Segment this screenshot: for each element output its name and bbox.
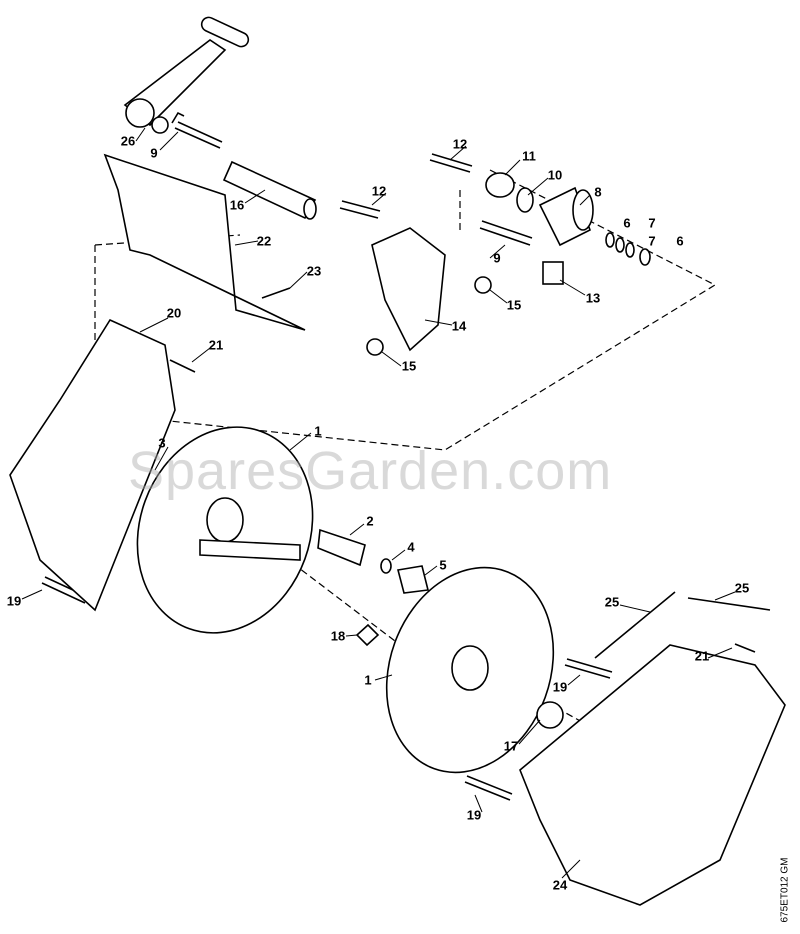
part-label: 6: [676, 233, 684, 249]
part-label: 15: [506, 297, 522, 313]
bracket-part: [371, 227, 446, 352]
part-label: 19: [6, 593, 22, 609]
part-label: 16: [229, 197, 245, 213]
part-label: 6: [623, 215, 631, 231]
part-label: 13: [585, 290, 601, 306]
part-label: 19: [466, 807, 482, 823]
nut-part: [366, 338, 384, 356]
watermark: SparesGarden.com: [128, 441, 613, 501]
cover-plate-part: [103, 153, 306, 331]
left-frame-part: [9, 318, 176, 612]
part-label: 26: [120, 133, 136, 149]
part-label: 11: [522, 148, 536, 164]
part-label: 25: [604, 594, 620, 610]
hose-guide-part: [594, 591, 771, 659]
part-label: 20: [166, 305, 182, 321]
part-label: 19: [552, 679, 568, 695]
part-label: 5: [439, 557, 447, 573]
part-label: 7: [648, 215, 656, 231]
part-label: 9: [150, 145, 158, 161]
hose-reel-right: [385, 566, 564, 774]
hose-reel-left: [136, 426, 314, 634]
part-label: 22: [256, 233, 272, 249]
part-label: 12: [371, 183, 387, 199]
coupling-parts: [485, 172, 651, 285]
part-label: 21: [208, 337, 224, 353]
right-housing-part: [519, 644, 786, 906]
part-label: 8: [594, 184, 602, 200]
part-label: 9: [493, 250, 501, 266]
part-label: 14: [451, 318, 467, 334]
leader-lines: [21, 127, 736, 879]
part-label: 25: [734, 580, 750, 596]
part-label: 21: [694, 648, 710, 664]
part-label: 7: [648, 233, 656, 249]
part-label: 4: [407, 539, 415, 555]
part-label: 1: [364, 672, 372, 688]
part-label: 18: [330, 628, 346, 644]
nut-part: [474, 276, 492, 294]
part-label: 23: [306, 263, 322, 279]
part-label: 24: [552, 877, 568, 893]
part-label: 1: [314, 423, 322, 439]
part-label: 10: [547, 167, 563, 183]
part-label: 3: [158, 435, 166, 451]
part-label: 2: [366, 513, 374, 529]
screws: [41, 111, 756, 801]
part-label: 17: [503, 738, 519, 754]
shaft-part: [222, 160, 317, 220]
drawing-code: 675ET012 GM: [779, 857, 791, 923]
part-label: 15: [401, 358, 417, 374]
fittings: [317, 528, 429, 647]
part-label: 12: [452, 136, 468, 152]
crank-handle-part: [123, 16, 250, 134]
